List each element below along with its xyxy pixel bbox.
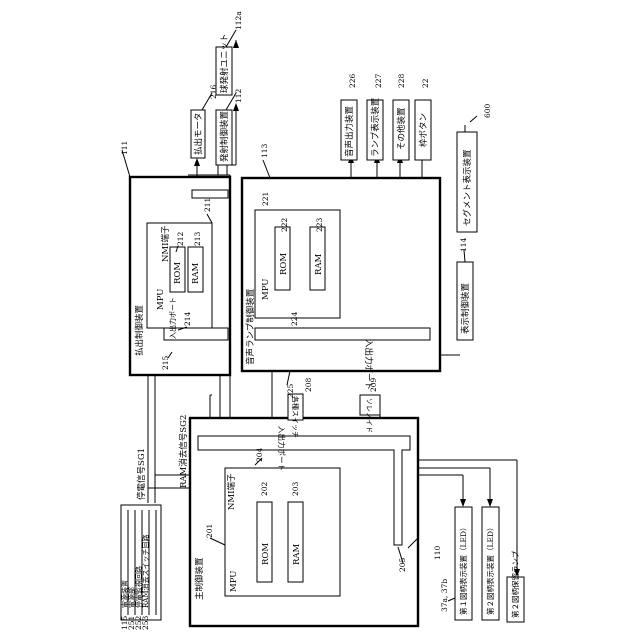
ref-112a: 112a bbox=[234, 11, 243, 30]
ref-227: 227 bbox=[374, 73, 383, 88]
main-control-block bbox=[190, 418, 418, 626]
label-io-pay: 入出力ポート bbox=[168, 297, 177, 339]
ref-216: 216 bbox=[209, 84, 218, 99]
label-signal-ram-clear: RAM消去信号SG2 bbox=[178, 415, 189, 488]
label-segment: セグメント表示装置 bbox=[462, 149, 473, 226]
label-solenoid: ソレノイド bbox=[365, 398, 373, 433]
label-frame-btn: 枠ボタン bbox=[418, 113, 429, 147]
ref-112: 112 bbox=[234, 88, 243, 103]
ref-202: 202 bbox=[260, 481, 269, 496]
label-sensors: 各種スイッチ bbox=[291, 396, 300, 438]
ref-211: 211 bbox=[203, 198, 212, 212]
label-second-disp: 第２図柄表示装置（LED） bbox=[485, 524, 495, 615]
ref-223: 223 bbox=[315, 217, 324, 232]
label-lamp-disp: ランプ表示装置 bbox=[370, 97, 381, 157]
label-rom-pay: ROM bbox=[173, 262, 183, 284]
label-io-main: 入出力ポート bbox=[277, 426, 287, 471]
label-ram-main: RAM bbox=[292, 543, 302, 565]
label-audio-out: 音声出力装置 bbox=[344, 105, 355, 157]
ref-221: 221 bbox=[261, 192, 270, 206]
ref-226: 226 bbox=[348, 73, 357, 88]
label-ram-clear-sw: RAM消去スイッチ回路 bbox=[141, 535, 150, 609]
label-sound-ctrl: 音声ランプ制御装置 bbox=[245, 288, 256, 365]
label-ram-sound: RAM bbox=[314, 253, 324, 275]
label-nmi-pay: NMI端子 bbox=[160, 225, 171, 262]
label-payout-motor: 払出モータ bbox=[193, 112, 204, 155]
label-rom-sound: ROM bbox=[279, 253, 289, 275]
ref-111: 111 bbox=[120, 141, 129, 155]
ref-204: 204 bbox=[255, 447, 264, 462]
label-ram-pay: RAM bbox=[191, 262, 201, 284]
ref-37ab: 37a, 37b bbox=[440, 579, 449, 612]
label-mpu-sound: MPU bbox=[261, 279, 271, 300]
ref-222: 222 bbox=[280, 217, 289, 232]
ref-253: 253 bbox=[141, 615, 150, 630]
sound-control-block bbox=[242, 178, 440, 371]
label-main-ctrl: 主制御装置 bbox=[194, 557, 205, 600]
ref-110: 110 bbox=[433, 545, 442, 560]
ref-113: 113 bbox=[260, 143, 269, 158]
ref-205: 205 bbox=[398, 557, 407, 572]
label-ball-fire: 球発射ユニット bbox=[219, 33, 230, 93]
ref-214: 214 bbox=[183, 311, 192, 326]
ref-22: 22 bbox=[421, 78, 430, 88]
label-mpu-main: MPU bbox=[229, 571, 239, 592]
label-nmi-main: NMI端子 bbox=[226, 473, 237, 510]
label-payout-ctrl: 払出制御装置 bbox=[134, 304, 145, 356]
label-mpu-pay: MPU bbox=[156, 289, 166, 310]
ref-213: 213 bbox=[193, 231, 202, 246]
ref-208: 208 bbox=[304, 377, 313, 392]
label-second-hold: 第２図柄保留ランプ bbox=[510, 550, 520, 618]
ref-209: 209 bbox=[369, 377, 378, 392]
ref-224: 224 bbox=[290, 311, 299, 326]
label-main-disp: 第１図柄表示装置（LED） bbox=[458, 524, 468, 615]
ref-225: 225 bbox=[286, 383, 295, 398]
label-rom-main: ROM bbox=[261, 543, 271, 565]
label-other-dev: その他装置 bbox=[396, 107, 407, 150]
label-signal-outage: 停電信号SG1 bbox=[136, 448, 147, 500]
ref-215: 215 bbox=[161, 355, 170, 370]
ref-203: 203 bbox=[291, 481, 300, 496]
label-disp-ctrl: 表示制御装置 bbox=[460, 282, 471, 334]
ref-600: 600 bbox=[483, 103, 492, 118]
ref-201: 201 bbox=[205, 524, 214, 538]
label-fire-ctrl: 発射制御装置 bbox=[219, 110, 230, 162]
ref-228: 228 bbox=[397, 73, 406, 88]
ref-114: 114 bbox=[459, 237, 468, 252]
ref-212: 212 bbox=[176, 231, 185, 246]
